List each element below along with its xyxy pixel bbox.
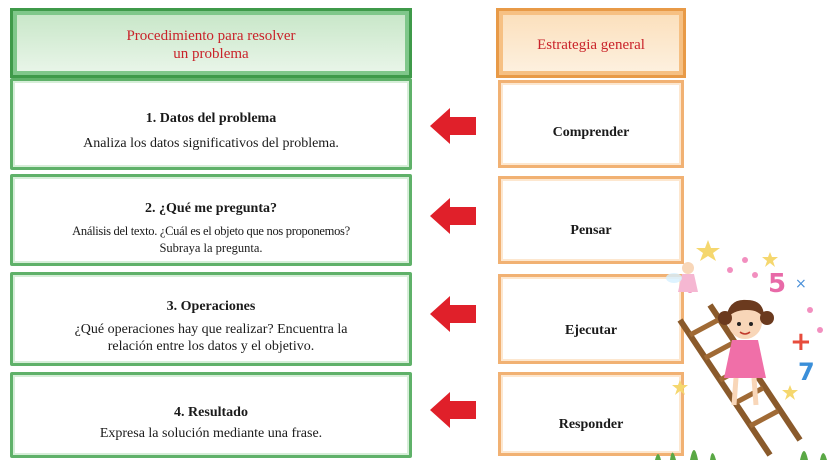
strategy-header-title: Estrategia general bbox=[537, 37, 645, 53]
step-2-desc-line2: Subraya la pregunta. bbox=[159, 241, 263, 255]
arrow-left-icon bbox=[430, 392, 476, 428]
strategy-responder: Responder bbox=[498, 372, 684, 456]
star-icon bbox=[672, 380, 688, 395]
strategy-label: Responder bbox=[558, 417, 624, 432]
strategy-header: Estrategia general bbox=[496, 8, 686, 78]
five-symbol-icon: 5 bbox=[768, 269, 786, 299]
arrow-left-icon bbox=[430, 198, 476, 234]
arrow-left-icon bbox=[430, 296, 476, 332]
strategy-label: Comprender bbox=[552, 125, 630, 140]
step-2-box: 2. ¿Qué me pregunta? Análisis del texto.… bbox=[10, 174, 412, 266]
procedure-header-line2: un problema bbox=[173, 46, 249, 62]
strategy-label: Ejecutar bbox=[564, 323, 618, 338]
girl-ladder-illustration: 5 + 7 × bbox=[655, 240, 827, 460]
step-2-desc-line1: Análisis del texto. ¿Cuál es el objeto q… bbox=[72, 224, 350, 238]
seven-symbol-icon: 7 bbox=[798, 358, 815, 386]
procedure-header: Procedimiento para resolver un problema bbox=[10, 8, 412, 78]
step-4-desc: Expresa la solución mediante una frase. bbox=[99, 426, 323, 441]
step-3-title: 3. Operaciones bbox=[166, 299, 256, 314]
step-2-title: 2. ¿Qué me pregunta? bbox=[145, 201, 277, 216]
step-4-box: 4. Resultado Expresa la solución mediant… bbox=[10, 372, 412, 458]
step-1-box: 1. Datos del problema Analiza los datos … bbox=[10, 78, 412, 170]
plus-symbol-icon: + bbox=[790, 327, 812, 357]
strategy-comprender: Comprender bbox=[498, 80, 684, 168]
step-1-desc: Analiza los datos significativos del pro… bbox=[83, 136, 339, 151]
times-symbol-icon: × bbox=[795, 276, 807, 292]
strategy-ejecutar: Ejecutar bbox=[498, 274, 684, 364]
strategy-pensar: Pensar bbox=[498, 176, 684, 264]
star-icon bbox=[696, 240, 720, 261]
step-4-title: 4. Resultado bbox=[174, 405, 248, 420]
procedure-header-line1: Procedimiento para resolver bbox=[126, 28, 296, 44]
strategy-label: Pensar bbox=[570, 223, 612, 238]
step-3-desc-line1: ¿Qué operaciones hay que realizar? Encue… bbox=[74, 322, 348, 337]
step-1-title: 1. Datos del problema bbox=[145, 111, 277, 126]
star-icon bbox=[782, 385, 798, 400]
arrow-left-icon bbox=[430, 108, 476, 144]
step-3-box: 3. Operaciones ¿Qué operaciones hay que … bbox=[10, 272, 412, 366]
step-3-desc-line2: relación entre los datos y el objetivo. bbox=[107, 339, 315, 354]
star-icon bbox=[762, 252, 778, 267]
